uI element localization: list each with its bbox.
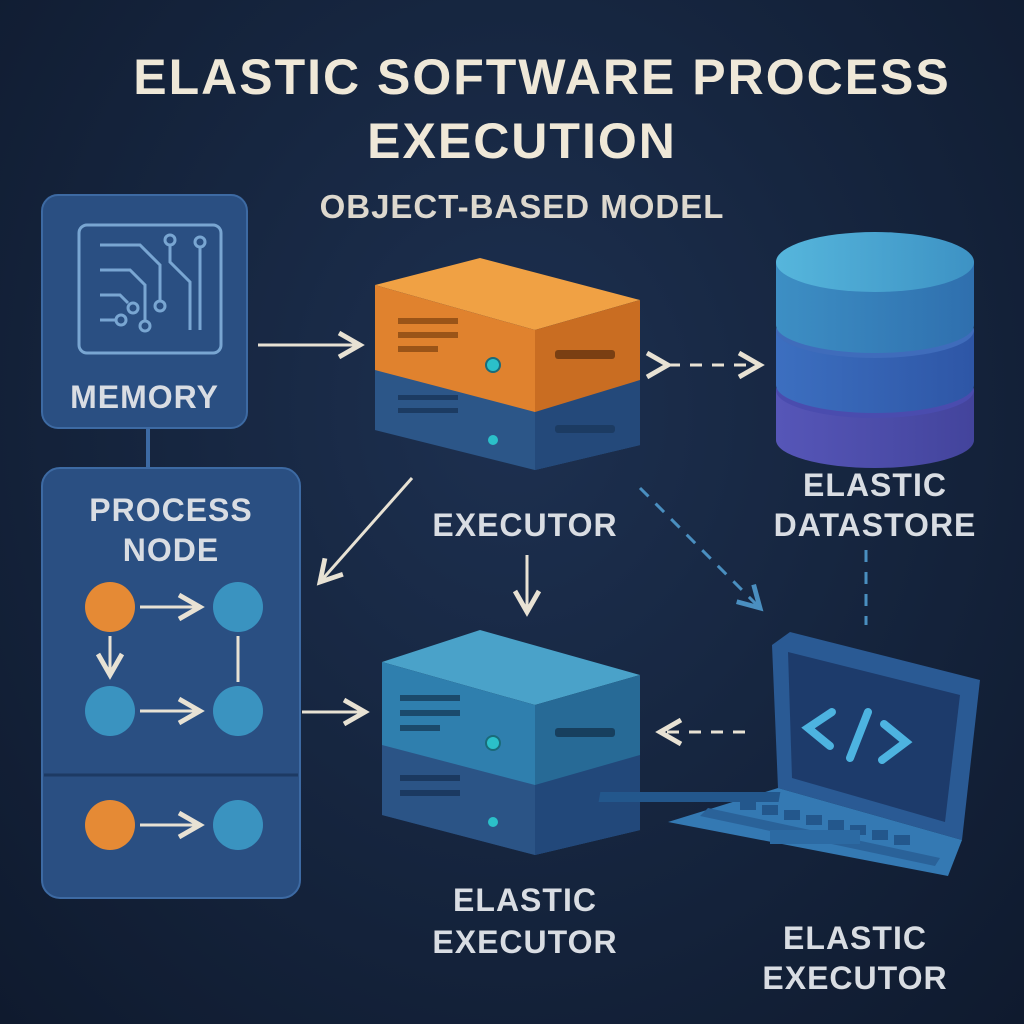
database-icon xyxy=(776,232,974,468)
memory-panel xyxy=(41,194,248,429)
elastic-executor-server-icon xyxy=(382,630,640,855)
process-node-label-2: NODE xyxy=(122,532,220,568)
page-subtitle: OBJECT-BASED MODEL xyxy=(319,188,725,225)
datastore-label-1: ELASTIC xyxy=(803,467,947,503)
circuit-board-icon xyxy=(77,223,223,355)
node-teal-2 xyxy=(85,686,135,736)
node-teal-4 xyxy=(213,800,263,850)
elastic-executor-label-2: EXECUTOR xyxy=(432,924,618,960)
page-title: ELASTIC SOFTWARE PROCESS xyxy=(133,49,951,105)
node-orange-2 xyxy=(85,800,135,850)
page-title-line2: EXECUTION xyxy=(367,113,677,169)
node-orange-1 xyxy=(85,582,135,632)
laptop-executor-label-2: EXECUTOR xyxy=(762,960,948,996)
node-teal-1 xyxy=(213,582,263,632)
process-node-panel xyxy=(41,467,301,899)
laptop-code-icon xyxy=(598,632,980,876)
process-node-label-1: PROCESS xyxy=(89,492,253,528)
executor-label: EXECUTOR xyxy=(432,507,618,543)
memory-label: MEMORY xyxy=(70,379,219,415)
node-teal-3 xyxy=(213,686,263,736)
laptop-executor-label-1: ELASTIC xyxy=(783,920,927,956)
executor-server-icon xyxy=(375,258,640,470)
arrow-executor-process xyxy=(316,477,414,586)
datastore-label-2: DATASTORE xyxy=(773,507,977,543)
arrow-executor-laptop xyxy=(638,486,764,612)
elastic-executor-label-1: ELASTIC xyxy=(453,882,597,918)
